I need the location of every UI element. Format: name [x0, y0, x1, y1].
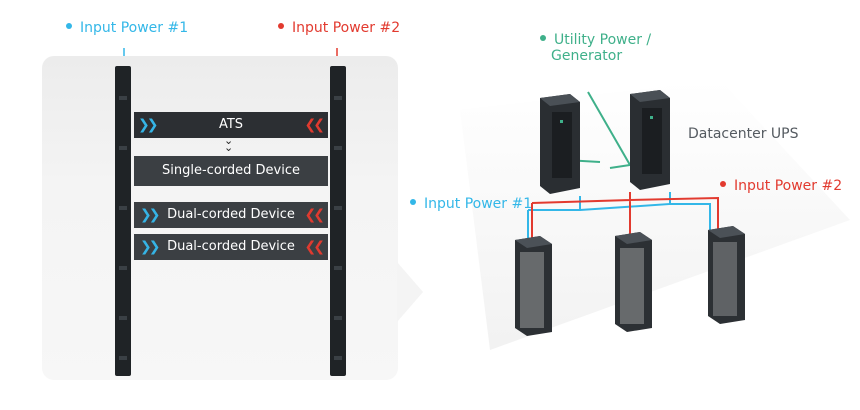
utility-power-label: Utility Power / Generator [540, 32, 651, 64]
right-input-power-2-label: Input Power #2 [720, 178, 842, 194]
bullet-icon [720, 181, 726, 187]
datacenter-ups-label: Datacenter UPS [688, 126, 799, 142]
single-corded-label: Single-corded Device [162, 163, 300, 178]
single-corded-device: Single-corded Device [134, 156, 328, 186]
dual-corded-device-2: ❯❯ Dual-corded Device ❮❮ [134, 234, 328, 260]
server-rack-1 [515, 236, 552, 336]
blue-chevron-icon: ❯❯ [140, 207, 161, 223]
bullet-icon [66, 23, 72, 29]
label-text: Input Power #2 [734, 178, 843, 194]
red-chevron-icon: ❮❮ [304, 117, 326, 133]
label-text: Input Power #2 [292, 20, 401, 36]
dual-corded-device-1: ❯❯ Dual-corded Device ❮❮ [134, 202, 328, 228]
label-text: Input Power #1 [80, 20, 189, 36]
pdu-strip-left [115, 66, 131, 376]
input-2-lines [531, 192, 719, 240]
ats-label: ATS [218, 117, 244, 132]
blue-chevron-icon: ❯❯ [140, 239, 161, 255]
right-input-power-1-label: Input Power #1 [410, 196, 532, 212]
ups-cabinet-1 [540, 94, 580, 194]
red-chevron-icon: ❮❮ [304, 207, 326, 223]
ups-cabinet-2 [630, 90, 670, 190]
bullet-icon [410, 199, 416, 205]
datacenter-scene [460, 80, 850, 350]
dual-corded-label: Dual-corded Device [167, 207, 295, 222]
bullet-icon [540, 35, 546, 41]
bullet-icon [278, 23, 284, 29]
panel-pointer-icon [397, 262, 423, 322]
rack-diagram-panel: ❯❯ ATS ❮❮ ⌄⌄ Single-corded Device ❯❯ Dua… [42, 56, 398, 380]
pdu-strip-right [330, 66, 346, 376]
blue-chevron-icon: ❯❯ [138, 117, 159, 133]
chevron-down-icon: ⌄⌄ [224, 134, 234, 154]
utility-line1: Utility Power / [554, 32, 652, 48]
left-input-power-2-label: Input Power #2 [278, 20, 400, 36]
server-rack-2 [615, 232, 652, 332]
left-input-power-1-label: Input Power #1 [66, 20, 188, 36]
dual-corded-label: Dual-corded Device [167, 239, 295, 254]
utility-line2: Generator [551, 48, 623, 64]
ats-unit: ❯❯ ATS ❮❮ [134, 112, 328, 138]
red-chevron-icon: ❮❮ [304, 239, 326, 255]
server-rack-3 [708, 226, 745, 324]
input-1-lines [527, 192, 711, 240]
label-text: Input Power #1 [424, 196, 533, 212]
